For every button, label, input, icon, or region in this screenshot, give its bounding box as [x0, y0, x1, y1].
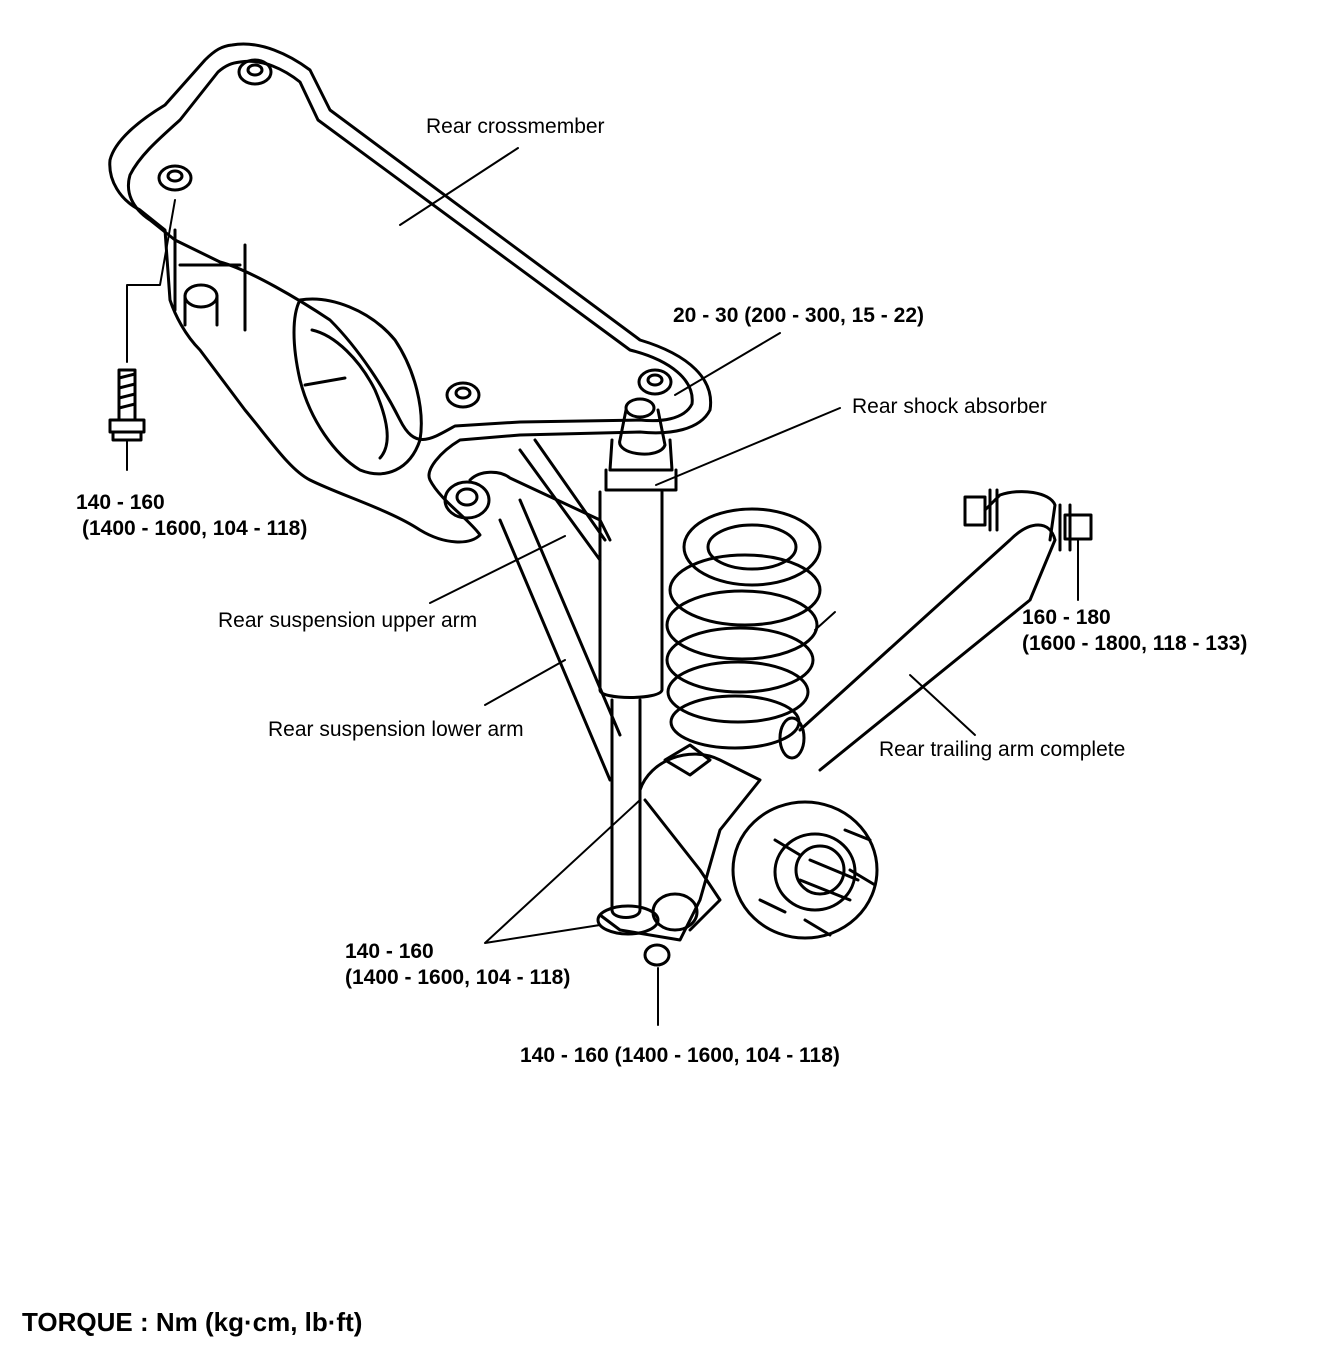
leader-rear-shock-absorber — [655, 407, 841, 486]
torque-trailing-arm-line2: (1600 - 1800, 118 - 133) — [1022, 632, 1248, 655]
label-torque-shock-top: 20 - 30 (200 - 300, 15 - 22) — [673, 304, 924, 327]
leader-lower-arm — [484, 659, 566, 706]
rear-trailing-arm-part — [778, 488, 1093, 772]
torque-crossmember-bolt-line1: 140 - 160 — [76, 491, 165, 514]
torque-trailing-arm-line1: 160 - 180 — [1022, 606, 1111, 629]
knuckle-and-hub — [598, 743, 879, 1026]
label-rear-crossmember: Rear crossmember — [426, 115, 605, 138]
coil-spring — [665, 507, 822, 750]
label-torque-trailing-arm: 160 - 180 (1600 - 1800, 118 - 133) — [1022, 605, 1247, 657]
label-rear-suspension-lower-arm: Rear suspension lower arm — [268, 718, 524, 741]
leader-trailing-arm — [909, 674, 976, 736]
leader-lines — [399, 147, 976, 944]
label-rear-shock-absorber: Rear shock absorber — [852, 395, 1047, 418]
leader-upper-arm — [429, 535, 566, 604]
leader-trailing-arm-spring — [814, 611, 836, 631]
torque-knuckle-line2: (1400 - 1600, 104 - 118) — [345, 966, 571, 989]
label-rear-suspension-upper-arm: Rear suspension upper arm — [218, 609, 478, 632]
leader-rear-crossmember — [399, 147, 519, 226]
label-rear-trailing-arm-complete: Rear trailing arm complete — [879, 738, 1126, 761]
rear-crossmember-part — [108, 42, 713, 544]
suspension-arms — [443, 438, 622, 782]
crossmember-bolt — [108, 199, 176, 471]
label-torque-lower-bolt: 140 - 160 (1400 - 1600, 104 - 118) — [520, 1044, 840, 1067]
torque-knuckle-line1: 140 - 160 — [345, 940, 434, 963]
leader-torque-shock-top — [674, 332, 781, 396]
label-torque-crossmember-bolt: 140 - 160 (1400 - 1600, 104 - 118) — [76, 490, 307, 542]
torque-crossmember-bolt-line2: (1400 - 1600, 104 - 118) — [82, 517, 308, 540]
label-torque-units: TORQUE : Nm (kg·cm, lb·ft) — [22, 1307, 363, 1337]
rear-shock-absorber-part — [596, 397, 678, 936]
leader-knuckle-torque — [484, 799, 641, 944]
label-torque-knuckle: 140 - 160 (1400 - 1600, 104 - 118) — [345, 939, 570, 991]
